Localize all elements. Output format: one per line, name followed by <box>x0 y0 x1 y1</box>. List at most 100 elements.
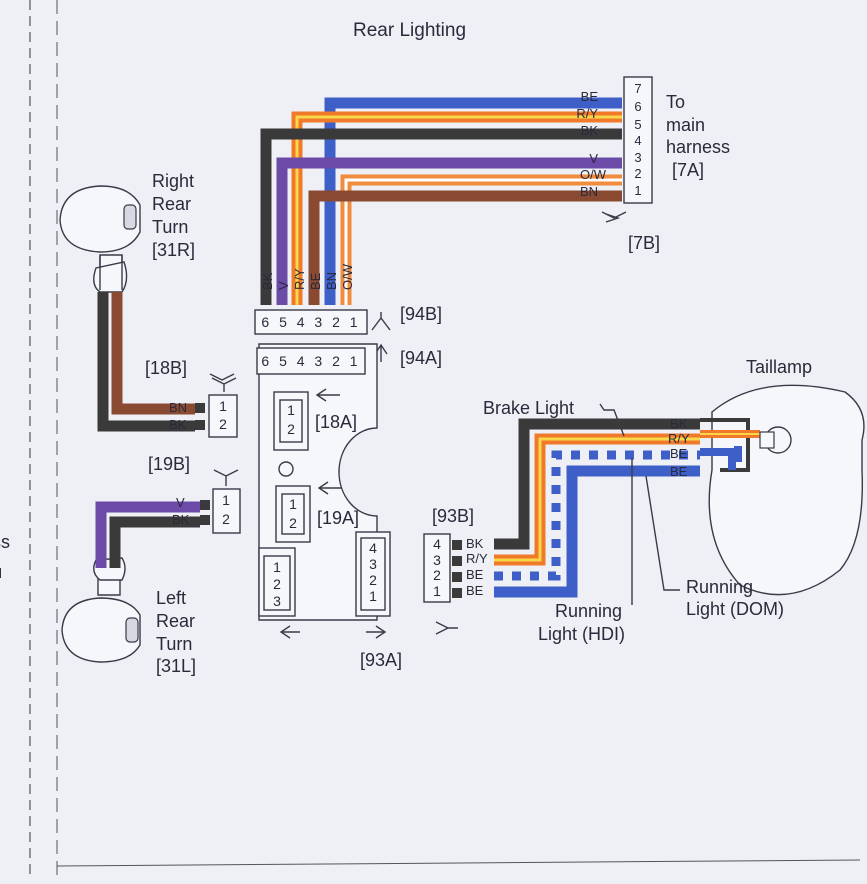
mate-symbol-18b <box>211 377 237 392</box>
connector-18a-inner <box>279 399 303 443</box>
wire-ow-harness-stripe <box>344 178 622 305</box>
connector-18a-label: [18A] <box>315 412 357 432</box>
taillamp-wire-label: BE <box>670 464 688 479</box>
harness-wires <box>260 97 622 305</box>
wire-v-harness <box>276 157 622 305</box>
left-turn-label-line: Left <box>156 588 186 608</box>
wire-bk-harness <box>260 128 622 305</box>
wire-bn-right-turn <box>111 292 195 415</box>
connector-18a-pin: 1 <box>287 402 295 418</box>
vertical-wire-label: BN <box>324 272 339 290</box>
taillamp-wire-label: BK <box>670 416 688 431</box>
running-dom-leader <box>645 475 680 591</box>
harness-pin: 2 <box>634 166 641 181</box>
connector-4321-pin: 3 <box>369 556 377 572</box>
c93b-pin: 1 <box>433 583 441 599</box>
c93b-wire-label: R/Y <box>466 551 488 566</box>
connector-4321-pin: 4 <box>369 540 377 556</box>
c18b-pin: 2 <box>219 416 227 432</box>
connector-18b <box>208 394 238 438</box>
harness-label-line: main <box>666 115 705 135</box>
c93b-pin: 2 <box>433 567 441 583</box>
c93b-wire-label: BE <box>466 567 484 582</box>
arrow-19a <box>317 481 342 495</box>
arrow-18a <box>315 388 340 402</box>
harness-pin: 7 <box>634 81 641 96</box>
connector-18b-label: [18B] <box>145 358 187 378</box>
wire-be-harness <box>324 97 622 305</box>
left-turn-label-line: Turn <box>156 634 192 654</box>
c18b-pin: 1 <box>219 398 227 414</box>
connector-94a <box>256 347 366 375</box>
c93b-pin: 4 <box>433 536 441 552</box>
c19b-pin: 2 <box>222 511 230 527</box>
harness-mate-label: [7B] <box>628 233 660 253</box>
connector-18a-pin: 2 <box>287 421 295 437</box>
connector-93a-label: [93A] <box>360 650 402 670</box>
harness-wire-label: R/Y <box>576 106 598 121</box>
running-hdi-label-line: Running <box>555 601 622 621</box>
connector-19b <box>212 488 241 534</box>
connector-123-pin: 3 <box>273 593 281 609</box>
vertical-wire-label: O/W <box>340 263 355 290</box>
right-rear-turn-lamp <box>59 185 141 293</box>
c19b-wire-label: V <box>176 495 185 510</box>
c18b-terminal <box>195 420 205 430</box>
harness-pin: 6 <box>634 99 641 114</box>
vertical-wire-labels: BK V R/Y BE BN O/W <box>260 263 355 290</box>
c19b-terminal <box>200 500 210 510</box>
c19b-pin: 1 <box>222 492 230 508</box>
harness-wire-label: V <box>589 151 598 166</box>
wire-bk-left-turn <box>109 516 200 568</box>
taillamp-wire-label: BE <box>670 446 688 461</box>
connector-19a-inner <box>281 493 305 535</box>
harness-label-line: [7A] <box>672 160 704 180</box>
connector-4321-pin: 2 <box>369 572 377 588</box>
connector-4321-pin: 1 <box>369 588 377 604</box>
vertical-wire-label: BK <box>260 272 275 290</box>
connector-94b-pins: 6 5 4 3 2 1 <box>261 314 360 330</box>
arrow-right <box>366 625 387 639</box>
connector-19a-pin: 1 <box>289 496 297 512</box>
mate-symbol-18b-b <box>209 373 235 381</box>
left-turn-label-line: Rear <box>156 611 195 631</box>
wire-v-left-turn <box>95 501 200 568</box>
harness-wire-label: O/W <box>580 167 607 182</box>
mate-symbol-93b <box>435 621 458 635</box>
harness-pin: 4 <box>634 133 641 148</box>
running-hdi-label-line: Light (HDI) <box>538 624 625 644</box>
harness-pin: 5 <box>634 117 641 132</box>
taillamp-wire-label: R/Y <box>668 431 690 446</box>
right-turn-label-line: Rear <box>152 194 191 214</box>
connector-123-inner <box>263 555 291 611</box>
harness-label-line: To <box>666 92 685 112</box>
taillamp-wires <box>494 418 700 598</box>
c19b-terminal <box>200 515 210 525</box>
running-dom-label-line: Running <box>686 577 753 597</box>
left-rear-turn-lamp <box>61 557 141 663</box>
c19b-wire-label: BK <box>172 512 190 527</box>
harness-label-line: harness <box>666 137 730 157</box>
connector-94a-label: [94A] <box>400 348 442 368</box>
c93b-pin: 3 <box>433 552 441 568</box>
harness-pin: 1 <box>634 183 641 198</box>
left-turn-label-line: [31L] <box>156 656 196 676</box>
mate-symbol-19b <box>213 469 239 486</box>
c93b-terminal <box>452 540 462 550</box>
harness-wire-label: BN <box>580 184 598 199</box>
c18b-wire-label: BN <box>169 400 187 415</box>
connector-94b-label: [94B] <box>400 304 442 324</box>
harness-pin: 3 <box>634 150 641 165</box>
right-turn-label-line: Right <box>152 171 194 191</box>
connector-94b <box>254 309 368 335</box>
right-turn-label-line: Turn <box>152 217 188 237</box>
connector-93b-label: [93B] <box>432 506 474 526</box>
vertical-wire-label: V <box>276 281 291 290</box>
taillamp-label: Taillamp <box>746 357 812 377</box>
running-dom-label-line: Light (DOM) <box>686 599 784 619</box>
c93b-terminal <box>452 572 462 582</box>
connector-19a-label: [19A] <box>317 508 359 528</box>
connector-19a-pin: 2 <box>289 515 297 531</box>
